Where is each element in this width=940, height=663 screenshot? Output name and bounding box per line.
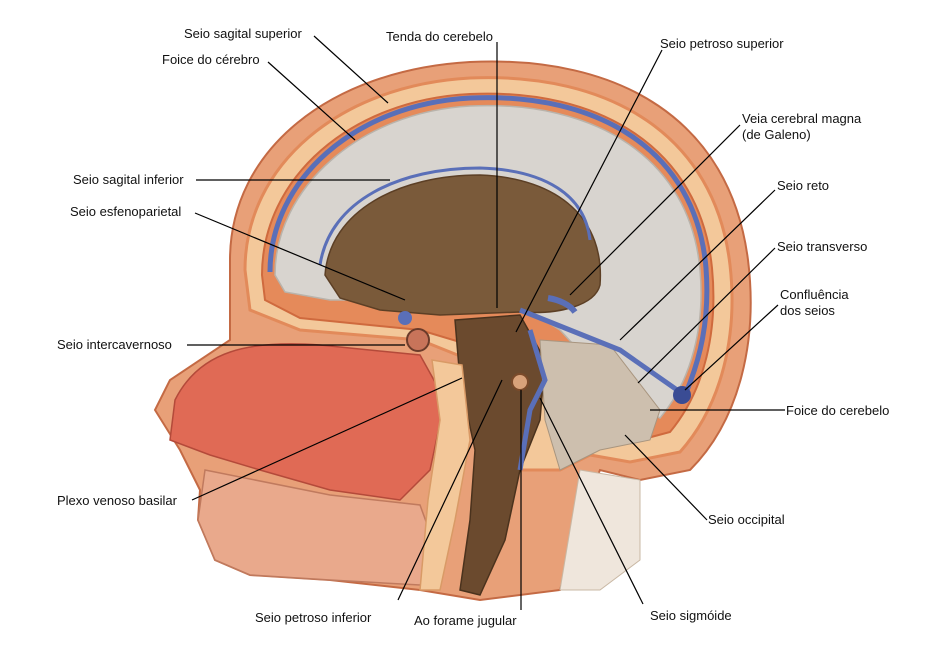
great-cerebral-vein [547, 295, 578, 314]
label-seio-sigmoide: Seio sigmóide [650, 608, 732, 623]
label-seio-esfenoparietal: Seio esfenoparietal [70, 204, 181, 219]
cervical-column [419, 359, 471, 591]
label-dos-seios: dos seios [780, 303, 835, 318]
label-tenda-do-cerebelo: Tenda do cerebelo [386, 29, 493, 44]
leader-seio-reto [619, 189, 776, 341]
label-seio-sagital-inferior: Seio sagital inferior [73, 172, 184, 187]
leader-plexo-venoso-basilar [191, 377, 463, 501]
label-seio-reto: Seio reto [777, 178, 829, 193]
sigmoid-sinus [517, 329, 548, 471]
label-seio-occipital: Seio occipital [708, 512, 785, 527]
tentorium-cavity [324, 174, 602, 316]
label-seio-intercavernoso: Seio intercavernoso [57, 337, 172, 352]
oral-region [197, 469, 441, 586]
label-seio-petroso-inferior: Seio petroso inferior [255, 610, 372, 625]
label-seio-petroso-superior: Seio petroso superior [660, 36, 784, 51]
anatomy-illustration [153, 60, 752, 602]
posterior-fossa [539, 339, 661, 471]
label-confluencia: Confluência [780, 287, 849, 302]
leader-seio-sigmoide [539, 397, 644, 605]
label-foice-do-cerebelo: Foice do cerebelo [786, 403, 889, 418]
jugular-foramen [511, 373, 529, 391]
leader-lines [187, 35, 785, 610]
label-seio-transverso: Seio transverso [777, 239, 867, 254]
confluence-of-sinuses [673, 386, 691, 404]
label-seio-sagital-superior: Seio sagital superior [184, 26, 302, 41]
labels: Seio sagital superior Tenda do cerebelo … [57, 26, 889, 628]
leader-seio-transverso [637, 247, 776, 384]
straight-sinus [519, 307, 682, 395]
label-ao-forame-jugular: Ao forame jugular [414, 613, 517, 628]
inferior-sagittal-sinus [318, 166, 592, 266]
leader-seio-sagital-superior [313, 35, 389, 104]
leader-confluencia [684, 304, 779, 391]
leader-seio-petroso-superior [515, 49, 663, 333]
leader-seio-esfenoparietal [194, 212, 406, 301]
label-de-galeno: (de Galeno) [742, 127, 811, 142]
label-foice-do-cerebro: Foice do cérebro [162, 52, 260, 67]
superior-sagittal-sinus [267, 95, 710, 396]
leader-veia-cerebral-magna [569, 124, 741, 296]
leader-seio-occipital [624, 434, 708, 521]
leader-seio-petroso-inferior [397, 379, 503, 601]
leader-foice-do-cerebro [267, 61, 356, 141]
nasal-cavity [169, 343, 446, 501]
posterior-neck [559, 469, 641, 591]
intercavernous-sinus [406, 328, 430, 352]
label-plexo-venoso-basilar: Plexo venoso basilar [57, 493, 178, 508]
label-veia-cerebral-magna: Veia cerebral magna [742, 111, 862, 126]
sphenoparietal-sinus [398, 311, 412, 325]
